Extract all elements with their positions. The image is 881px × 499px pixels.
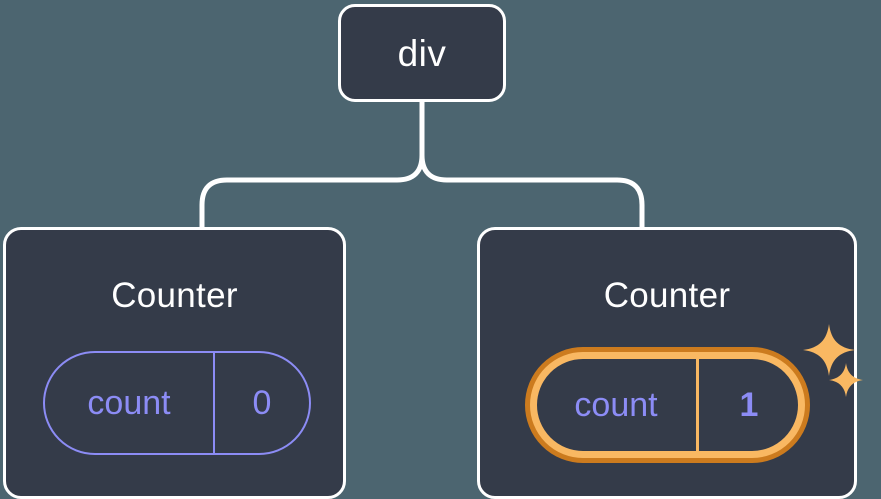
connector-right-branch bbox=[419, 98, 645, 232]
connector-left-branch bbox=[199, 98, 425, 232]
counter-right-state-value: 1 bbox=[739, 386, 759, 424]
root-node-label: div bbox=[397, 32, 447, 74]
counter-right-state-key: count bbox=[574, 386, 658, 424]
node-root-div[interactable]: div bbox=[338, 4, 506, 102]
node-counter-left[interactable]: Counter count 0 bbox=[3, 227, 346, 499]
highlight-inner-ring bbox=[530, 352, 805, 458]
node-counter-right[interactable]: Counter count 1 bbox=[477, 227, 863, 499]
highlight-outer-ring bbox=[525, 347, 810, 463]
counter-right-pill-content: count 1 bbox=[536, 358, 799, 452]
counter-left-title: Counter bbox=[111, 276, 238, 315]
sparkle-icon bbox=[803, 324, 855, 376]
sparkle-icon bbox=[829, 363, 863, 397]
counter-right-pill-divider bbox=[696, 358, 699, 452]
counter-left-state-pill[interactable]: count 0 bbox=[43, 351, 311, 455]
counter-left-state-value: 0 bbox=[252, 384, 272, 422]
counter-right-title: Counter bbox=[603, 276, 731, 315]
counter-left-state-key: count bbox=[87, 384, 171, 422]
counter-left-pill-divider bbox=[213, 353, 215, 453]
counter-right-state-pill[interactable]: count 1 bbox=[525, 347, 810, 463]
